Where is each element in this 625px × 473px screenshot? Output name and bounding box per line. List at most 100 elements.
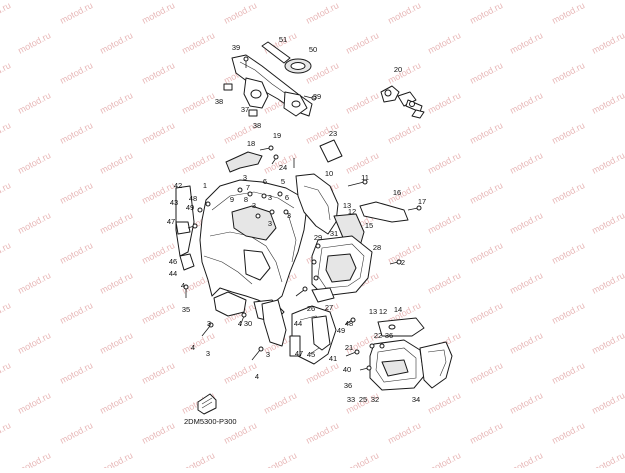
callout-number: 11 [361, 173, 369, 182]
watermark-text: motod.ru [426, 150, 462, 176]
callout-number: 21 [345, 343, 353, 352]
callout-number: 38 [215, 97, 223, 106]
callout-number: 14 [394, 305, 402, 314]
watermark-text: motod.ru [180, 90, 216, 116]
callout-number: 8 [244, 195, 248, 204]
watermark-text: motod.ru [550, 0, 586, 26]
watermark-text: motod.ru [590, 90, 625, 116]
watermark-text: motod.ru [0, 120, 12, 146]
callout-number: 33 [347, 395, 355, 404]
watermark-text: motod.ru [426, 390, 462, 416]
callout-number: 6 [285, 193, 289, 202]
callout-number: 3 [268, 219, 272, 228]
watermark-text: motod.ru [508, 450, 544, 468]
watermark-text: motod.ru [590, 390, 625, 416]
watermark-text: motod.ru [468, 60, 504, 86]
callout-number: 23 [329, 129, 337, 138]
watermark-text: motod.ru [386, 120, 422, 146]
callout-number: 9 [230, 195, 234, 204]
watermark-text: motod.ru [0, 0, 12, 26]
callout-number: 36 [385, 331, 393, 340]
watermark-text: motod.ru [140, 360, 176, 386]
watermark-text: motod.ru [590, 330, 625, 356]
watermark-text: motod.ru [16, 150, 52, 176]
watermark-text: motod.ru [590, 450, 625, 468]
watermark-text: motod.ru [508, 330, 544, 356]
callout-number: 20 [394, 65, 402, 74]
watermark-text: motod.ru [508, 90, 544, 116]
callout-number: 3 [252, 201, 256, 210]
watermark-text: motod.ru [550, 60, 586, 86]
small-tag-icon [197, 393, 217, 415]
watermark-text: motod.ru [426, 270, 462, 296]
watermark-text: motod.ru [222, 0, 258, 26]
watermark-text: motod.ru [508, 30, 544, 56]
watermark-text: motod.ru [304, 360, 340, 386]
upper-bracket-assembly [223, 41, 317, 117]
watermark-text: motod.ru [426, 210, 462, 236]
watermark-text: motod.ru [590, 150, 625, 176]
callout-number: 49 [186, 203, 194, 212]
callout-number: 12 [348, 207, 356, 216]
watermark-text: motod.ru [304, 0, 340, 26]
callout-number: 48 [189, 194, 197, 203]
callout-number: 3 [266, 350, 270, 359]
callout-number: 47 [167, 217, 175, 226]
callout-number: 25 [359, 395, 367, 404]
watermark-text: motod.ru [98, 210, 134, 236]
callout-number: 34 [412, 395, 420, 404]
trim-strip [359, 201, 409, 223]
watermark-text: motod.ru [344, 450, 380, 468]
watermark-text: motod.ru [508, 150, 544, 176]
callout-number: 13 [369, 307, 377, 316]
watermark-text: motod.ru [140, 120, 176, 146]
callout-number: 4 [238, 319, 242, 328]
callout-number: 29 [314, 233, 322, 242]
watermark-text: motod.ru [262, 450, 298, 468]
watermark-text: motod.ru [0, 300, 12, 326]
callout-number: 3 [268, 193, 272, 202]
watermark-text: motod.ru [98, 30, 134, 56]
callout-number: 47 [295, 349, 303, 358]
watermark-text: motod.ru [468, 240, 504, 266]
watermark-text: motod.ru [550, 120, 586, 146]
watermark-text: motod.ru [262, 390, 298, 416]
watermark-text: motod.ru [508, 210, 544, 236]
callout-number: 39 [313, 92, 321, 101]
watermark-text: motod.ru [590, 210, 625, 236]
watermark-text: motod.ru [0, 420, 12, 446]
callout-number: 1 [203, 181, 207, 190]
watermark-text: motod.ru [550, 300, 586, 326]
watermark-text: motod.ru [426, 450, 462, 468]
callout-number: 22 [374, 331, 382, 340]
strap-part [261, 41, 291, 64]
callout-number: 42 [174, 181, 182, 190]
label-plate [319, 139, 343, 163]
storage-box [369, 317, 453, 391]
watermark-text: motod.ru [0, 240, 12, 266]
key-set [380, 85, 425, 119]
watermark-text: motod.ru [0, 180, 12, 206]
watermark-text: motod.ru [140, 300, 176, 326]
watermark-text: motod.ru [590, 30, 625, 56]
watermark-text: motod.ru [222, 360, 258, 386]
callout-number: 43 [170, 198, 178, 207]
watermark-text: motod.ru [180, 150, 216, 176]
watermark-text: motod.ru [98, 390, 134, 416]
watermark-text: motod.ru [468, 420, 504, 446]
watermark-text: motod.ru [58, 240, 94, 266]
callout-number: 46 [169, 257, 177, 266]
watermark-text: motod.ru [180, 330, 216, 356]
callout-number: 13 [343, 201, 351, 210]
callout-number: 50 [309, 45, 317, 54]
callout-number: 3 [206, 349, 210, 358]
watermark-text: motod.ru [508, 270, 544, 296]
callout-number: 38 [253, 121, 261, 130]
watermark-text: motod.ru [550, 420, 586, 446]
watermark-text: motod.ru [16, 210, 52, 236]
watermark-text: motod.ru [508, 390, 544, 416]
callout-number: 16 [393, 188, 401, 197]
